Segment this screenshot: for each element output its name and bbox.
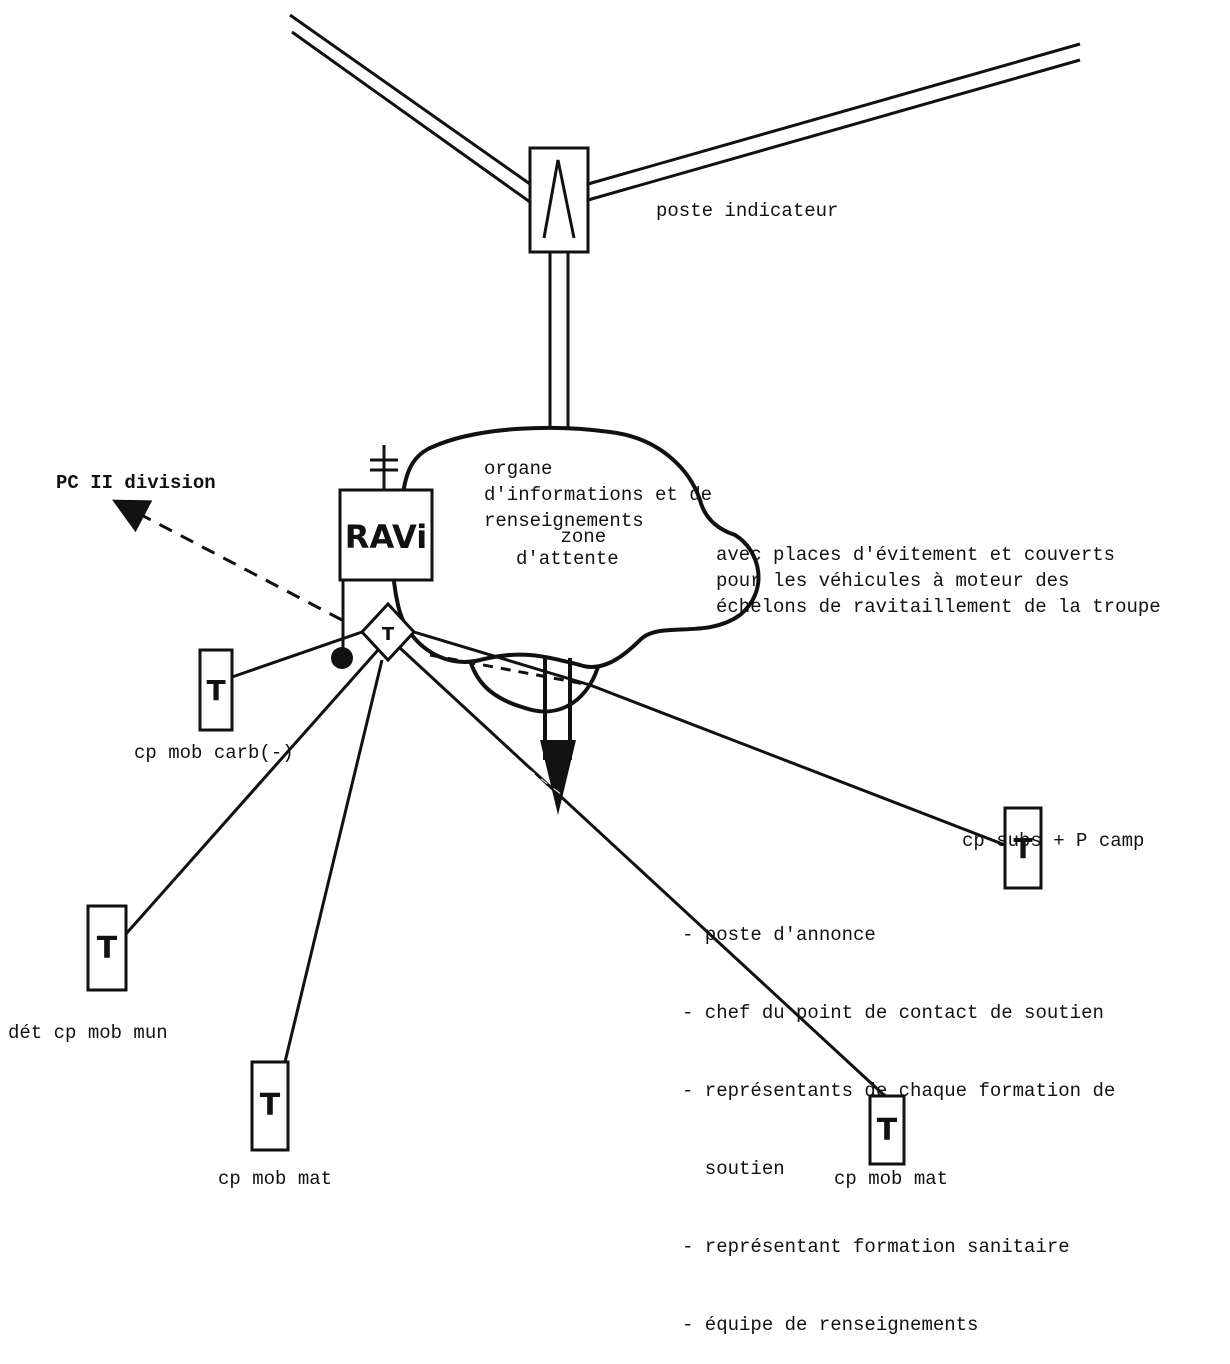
organe-list: - poste d'annonce - chef du point de con… bbox=[682, 870, 1115, 1364]
organe-line-3: renseignements bbox=[484, 510, 644, 532]
organe-list-item: - chef du point de contact de soutien bbox=[682, 1002, 1104, 1024]
t-box-carb: T bbox=[198, 648, 234, 732]
ravi-connection-dot bbox=[331, 647, 353, 669]
t-box-mat-right: T bbox=[868, 1094, 906, 1166]
connection-lines bbox=[123, 630, 1006, 1098]
zone-note-line-3: échelons de ravitaillement de la troupe bbox=[716, 596, 1161, 618]
organe-line-2: d'informations et de bbox=[484, 484, 713, 506]
dashed-link-organe bbox=[489, 739, 701, 901]
exit-arrow bbox=[540, 740, 576, 815]
pc-division-label: PC II division bbox=[56, 472, 216, 494]
organe-line-1: organe bbox=[484, 458, 553, 480]
central-t-diamond bbox=[359, 601, 417, 663]
organe-area bbox=[390, 425, 761, 669]
t-symbol: T bbox=[1013, 832, 1032, 865]
det-mun-label: dét cp mob mun bbox=[8, 1022, 168, 1044]
t-box-mat-left: T bbox=[250, 1060, 290, 1152]
road-left bbox=[289, 13, 531, 204]
diamond-t-letter: T bbox=[382, 624, 395, 645]
pc-division-link bbox=[112, 499, 343, 622]
road-right bbox=[587, 42, 1081, 202]
zone-attente-line-2: d'attente bbox=[516, 548, 619, 570]
t-symbol: T bbox=[97, 931, 118, 966]
t-box-subs: T bbox=[1003, 806, 1043, 890]
zone-attente-label: zone d'attente bbox=[516, 526, 619, 570]
poste-indicateur-label: poste indicateur bbox=[656, 200, 839, 222]
zone-note: avec places d'évitement et couverts pour… bbox=[716, 542, 1161, 620]
zone-note-line-2: pour les véhicules à moteur des bbox=[716, 570, 1070, 592]
ravi-station bbox=[338, 445, 434, 655]
t-symbol: T bbox=[206, 674, 225, 707]
organe-list-item: soutien bbox=[682, 1158, 785, 1180]
organe-list-item: - poste d'annonce bbox=[682, 924, 876, 946]
cp-mat-right-label: cp mob mat bbox=[834, 1168, 949, 1190]
support-contact-point-diagram: T T T T T T RAVi bbox=[86, 13, 1081, 1166]
ravi-label: RAVi bbox=[345, 518, 427, 556]
dashed-link-right bbox=[429, 653, 591, 687]
cp-carb-label: cp mob carb(-) bbox=[134, 742, 294, 764]
t-symbol: T bbox=[260, 1088, 281, 1123]
poste-indicateur-symbol bbox=[528, 146, 590, 254]
t-symbol: T bbox=[877, 1113, 898, 1148]
organe-list-item: - représentants de chaque formation de bbox=[682, 1080, 1116, 1102]
organe-list-item: - représentant formation sanitaire bbox=[682, 1236, 1070, 1258]
cp-subs-label: cp subs + P camp bbox=[962, 830, 1145, 852]
zone-note-line-1: avec places d'évitement et couverts bbox=[716, 544, 1116, 566]
organe-label: organe d'informations et de renseignemen… bbox=[484, 456, 712, 534]
organe-list-item: - équipe de renseignements bbox=[682, 1314, 979, 1336]
t-box-mun: T bbox=[86, 904, 128, 992]
cp-mat-left-label: cp mob mat bbox=[218, 1168, 333, 1190]
zone-attente-line-1: zone bbox=[560, 526, 607, 548]
